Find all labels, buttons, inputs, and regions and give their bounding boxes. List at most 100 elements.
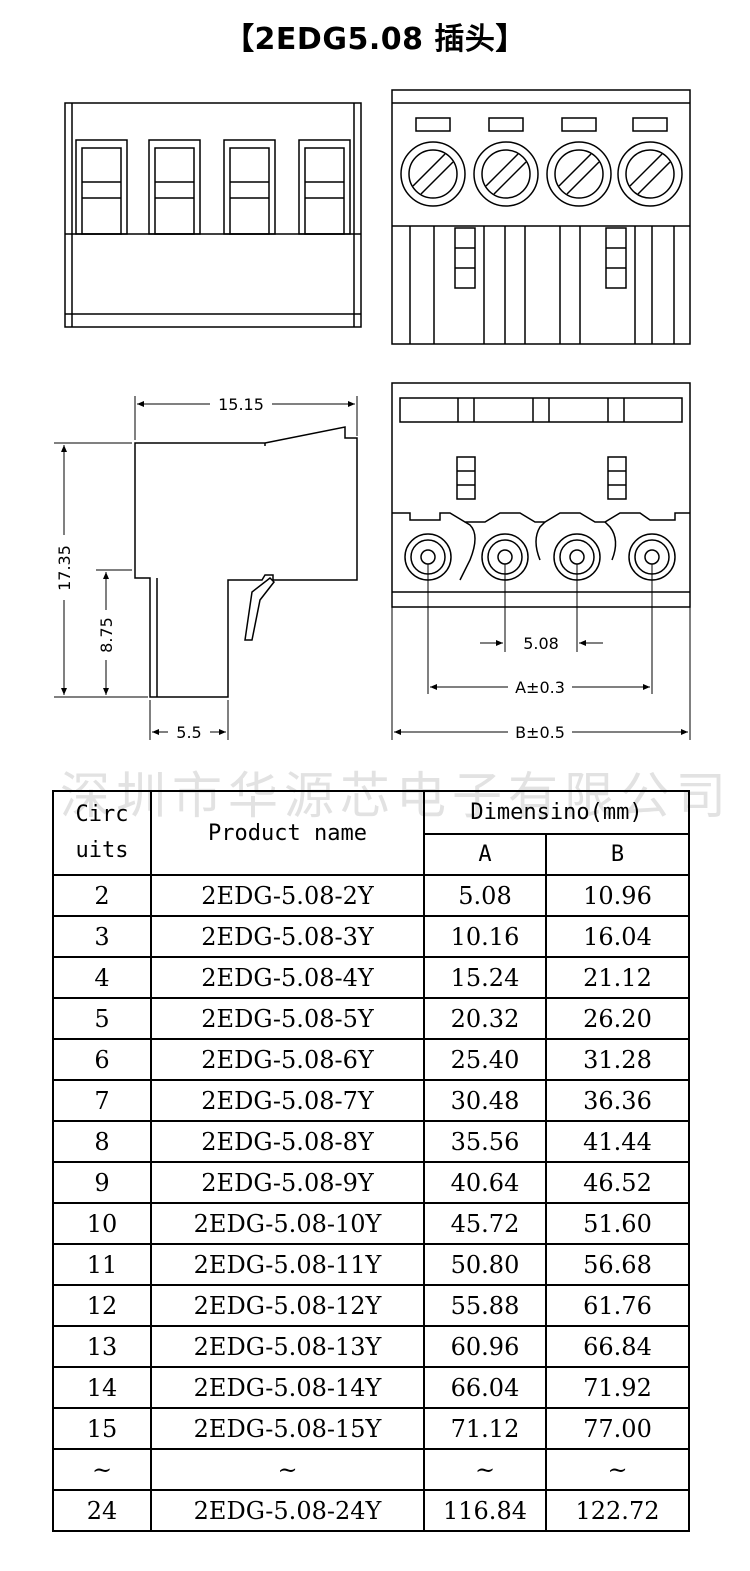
cell-b: 51.60 [545, 1202, 690, 1245]
cell-a: 71.12 [423, 1407, 547, 1450]
dimension-label: 8.75 [97, 617, 116, 653]
cell-circuits: 11 [52, 1243, 152, 1286]
cell-circuits: ~ [52, 1448, 152, 1491]
header-a: A [423, 833, 547, 876]
dimension-label: 15.15 [218, 395, 264, 414]
cell-circuits: 10 [52, 1202, 152, 1245]
cell-product: ~ [150, 1448, 425, 1491]
cell-b: 77.00 [545, 1407, 690, 1450]
table-row: ~~~~ [52, 1448, 690, 1491]
screw-icon [400, 141, 466, 207]
cell-a: 25.40 [423, 1038, 547, 1081]
cell-b: 46.52 [545, 1161, 690, 1204]
cell-product: 2EDG-5.08-10Y [150, 1202, 425, 1245]
cell-b: 36.36 [545, 1079, 690, 1122]
cell-circuits: 14 [52, 1366, 152, 1409]
cell-b: 41.44 [545, 1120, 690, 1163]
cell-product: 2EDG-5.08-12Y [150, 1284, 425, 1327]
front-view [391, 89, 691, 345]
cell-circuits: 15 [52, 1407, 152, 1450]
cell-product: 2EDG-5.08-2Y [150, 874, 425, 917]
cell-product: 2EDG-5.08-9Y [150, 1161, 425, 1204]
top-view [64, 102, 362, 328]
dimension-label: 17.35 [55, 545, 74, 591]
cell-b: 21.12 [545, 956, 690, 999]
header-product-name: Product name [150, 790, 425, 876]
spec-table: Circ uits Product name Dimensino(mm) A B… [52, 790, 690, 1532]
cell-b: 31.28 [545, 1038, 690, 1081]
cell-a: 15.24 [423, 956, 547, 999]
cell-a: 55.88 [423, 1284, 547, 1327]
cell-b: ~ [545, 1448, 690, 1491]
cell-a: 35.56 [423, 1120, 547, 1163]
cell-circuits: 5 [52, 997, 152, 1040]
wire-entry [148, 139, 201, 235]
wire-entry [75, 139, 128, 235]
cell-a: 45.72 [423, 1202, 547, 1245]
cell-product: 2EDG-5.08-4Y [150, 956, 425, 999]
side-view [134, 426, 358, 698]
cell-product: 2EDG-5.08-13Y [150, 1325, 425, 1368]
dimension-label: 5.08 [523, 634, 559, 653]
cell-a: 10.16 [423, 915, 547, 958]
dimension-label: 5.5 [176, 723, 201, 742]
cell-b: 56.68 [545, 1243, 690, 1286]
cell-product: 2EDG-5.08-14Y [150, 1366, 425, 1409]
cell-product: 2EDG-5.08-15Y [150, 1407, 425, 1450]
technical-drawing: 15.15 17.35 8.75 5.5 5.08 A±0.3 B±0.5 [54, 89, 691, 742]
cell-product: 2EDG-5.08-7Y [150, 1079, 425, 1122]
cell-b: 122.72 [545, 1489, 690, 1532]
page-title: 【2EDG5.08 插头】 [224, 22, 526, 57]
bottom-view [391, 382, 691, 608]
header-b: B [545, 833, 690, 876]
cell-circuits: 4 [52, 956, 152, 999]
cell-circuits: 9 [52, 1161, 152, 1204]
cell-a: 66.04 [423, 1366, 547, 1409]
cell-circuits: 2 [52, 874, 152, 917]
cell-a: 40.64 [423, 1161, 547, 1204]
cell-product: 2EDG-5.08-5Y [150, 997, 425, 1040]
wire-entry [298, 139, 351, 235]
cell-circuits: 12 [52, 1284, 152, 1327]
cell-circuits: 6 [52, 1038, 152, 1081]
cell-b: 66.84 [545, 1325, 690, 1368]
cell-a: 5.08 [423, 874, 547, 917]
cell-product: 2EDG-5.08-8Y [150, 1120, 425, 1163]
cell-circuits: 7 [52, 1079, 152, 1122]
cell-circuits: 13 [52, 1325, 152, 1368]
cell-b: 16.04 [545, 915, 690, 958]
screw-icon [473, 141, 539, 207]
cell-a: 50.80 [423, 1243, 547, 1286]
cell-product: 2EDG-5.08-11Y [150, 1243, 425, 1286]
screw-icon [546, 141, 612, 207]
wire-entry [223, 139, 276, 235]
header-circuits: Circ uits [52, 790, 152, 876]
cell-circuits: 24 [52, 1489, 152, 1532]
dimension-label: A±0.3 [515, 678, 565, 697]
cell-product: 2EDG-5.08-3Y [150, 915, 425, 958]
cell-a: 60.96 [423, 1325, 547, 1368]
cell-a: ~ [423, 1448, 547, 1491]
cell-a: 20.32 [423, 997, 547, 1040]
header-dimension: Dimensino(mm) [423, 790, 690, 835]
cell-product: 2EDG-5.08-24Y [150, 1489, 425, 1532]
screw-icon [617, 141, 683, 207]
cell-product: 2EDG-5.08-6Y [150, 1038, 425, 1081]
dimension-label: B±0.5 [515, 723, 565, 742]
cell-a: 30.48 [423, 1079, 547, 1122]
cell-circuits: 8 [52, 1120, 152, 1163]
cell-b: 61.76 [545, 1284, 690, 1327]
